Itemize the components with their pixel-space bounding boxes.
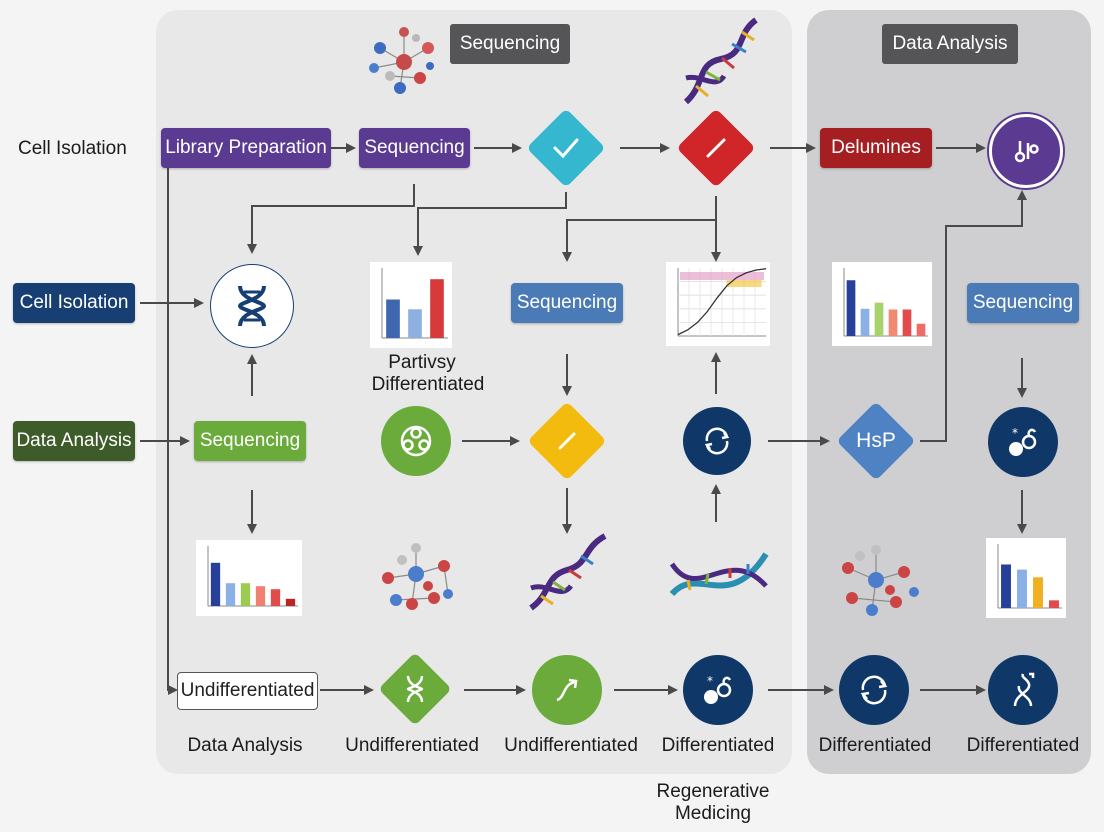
caption-undifferentiated-1: Undifferentiated bbox=[345, 735, 479, 756]
molecule-icon-analysis bbox=[842, 545, 919, 616]
caption-differentiated-2: Differentiated bbox=[818, 735, 932, 756]
undifferentiated-box[interactable]: Undifferentiated bbox=[177, 672, 318, 710]
chart-bar bbox=[916, 323, 926, 336]
arrow-seq-to-helix bbox=[247, 184, 415, 254]
navy-refresh-circle-row5[interactable] bbox=[839, 655, 909, 725]
delumines-box[interactable]: Delumines bbox=[820, 128, 932, 168]
chart-bar bbox=[386, 299, 400, 338]
slash-icon-yellow bbox=[539, 413, 595, 469]
svg-text:*: * bbox=[707, 674, 713, 688]
caption-data-analysis: Data Analysis bbox=[187, 735, 303, 756]
navy-dna-circle-row5[interactable] bbox=[988, 655, 1058, 725]
dna-icon bbox=[237, 285, 267, 327]
navy-molecule-circle-row5[interactable]: * bbox=[683, 655, 753, 725]
arrow-hsp-up bbox=[920, 190, 1027, 442]
chart-bar bbox=[888, 309, 898, 336]
chart-heat-band bbox=[726, 280, 762, 287]
navy-molecule-circle[interactable]: * bbox=[988, 407, 1058, 477]
chart-bar bbox=[846, 280, 856, 336]
footer-medicing: Medicing bbox=[674, 803, 752, 824]
dna-strand-icon bbox=[1013, 672, 1035, 707]
chart-bar bbox=[270, 589, 281, 606]
network-icon bbox=[400, 425, 432, 457]
molecule-bond-icon: * bbox=[1009, 426, 1037, 456]
dna-helix-icon-row4 bbox=[529, 533, 607, 611]
chart-bar bbox=[860, 308, 870, 336]
bar-chart-row2-left bbox=[370, 262, 452, 348]
analysis-circle-icon[interactable] bbox=[989, 114, 1063, 188]
chart-bar bbox=[1033, 577, 1043, 608]
molecule-bond-icon-row5: * bbox=[704, 674, 732, 704]
sequencing-panel-title: Sequencing bbox=[450, 24, 570, 64]
chart-bar bbox=[902, 309, 912, 336]
navy-cycle-circle[interactable] bbox=[683, 407, 751, 475]
chart-bar bbox=[225, 583, 236, 606]
cell-isolation-box[interactable]: Cell Isolation bbox=[13, 283, 135, 323]
data-analysis-panel-title: Data Analysis bbox=[882, 24, 1018, 64]
molecule-icon-top bbox=[369, 27, 434, 94]
chart-bar bbox=[1017, 569, 1027, 608]
green-network-circle[interactable] bbox=[381, 406, 451, 476]
row1-cell-isolation-label: Cell Isolation bbox=[18, 138, 127, 159]
hsp-label: HsP bbox=[856, 429, 896, 452]
dna-icon-green bbox=[389, 663, 441, 715]
chart-bar bbox=[408, 309, 422, 338]
chart-bar bbox=[285, 598, 296, 606]
chart-bar bbox=[1049, 600, 1059, 608]
dna-helix-icon-top bbox=[683, 17, 758, 105]
sequencing-box-row2[interactable]: Sequencing bbox=[511, 283, 623, 323]
arrow-red-to-seq bbox=[562, 196, 717, 262]
chart-bar bbox=[1001, 564, 1011, 608]
arrow-left-vertical bbox=[167, 164, 178, 695]
growth-arrow-icon bbox=[556, 678, 578, 702]
caption-undifferentiated-2: Undifferentiated bbox=[504, 735, 638, 756]
sequencing-box-row2-right[interactable]: Sequencing bbox=[967, 283, 1079, 323]
library-preparation-box[interactable]: Library Preparation bbox=[161, 128, 331, 168]
green-growth-circle[interactable] bbox=[532, 655, 602, 725]
line-chart-row2 bbox=[666, 262, 770, 346]
chart-heat-band bbox=[680, 272, 764, 280]
chart-caption-partivsy: Partivsy bbox=[388, 352, 456, 373]
data-analysis-box[interactable]: Data Analysis bbox=[13, 421, 135, 461]
sequencing-box-row3[interactable]: Sequencing bbox=[194, 421, 306, 461]
bar-chart-row2-right bbox=[832, 262, 932, 346]
chart-bar bbox=[240, 583, 251, 606]
bar-chart-row4-left bbox=[196, 540, 302, 616]
sequencing-box-row1[interactable]: Sequencing bbox=[359, 128, 470, 168]
bar-chart-row4-right bbox=[986, 538, 1066, 618]
refresh-icon bbox=[704, 427, 730, 455]
caption-differentiated-1: Differentiated bbox=[661, 735, 775, 756]
svg-text:*: * bbox=[1012, 426, 1018, 440]
footer-regenerative: Regenerative bbox=[656, 781, 770, 802]
chart-bar bbox=[430, 279, 444, 338]
arrow-check-to-chart bbox=[413, 192, 567, 256]
caption-differentiated-3: Differentiated bbox=[966, 735, 1080, 756]
check-icon bbox=[538, 120, 594, 176]
molecule-icon-row4 bbox=[382, 543, 453, 610]
helix-circle-icon[interactable] bbox=[210, 264, 294, 348]
cycle-icon bbox=[860, 675, 888, 705]
slash-icon bbox=[688, 120, 744, 176]
dna-helix-icon-row4-right bbox=[669, 552, 769, 597]
chart-caption-differentiated: Differentiated bbox=[371, 374, 485, 395]
chart-node-icon bbox=[1014, 141, 1039, 163]
chart-bar bbox=[874, 302, 884, 336]
chart-bar bbox=[210, 562, 221, 606]
chart-line bbox=[677, 268, 767, 336]
chart-bar bbox=[255, 586, 266, 606]
